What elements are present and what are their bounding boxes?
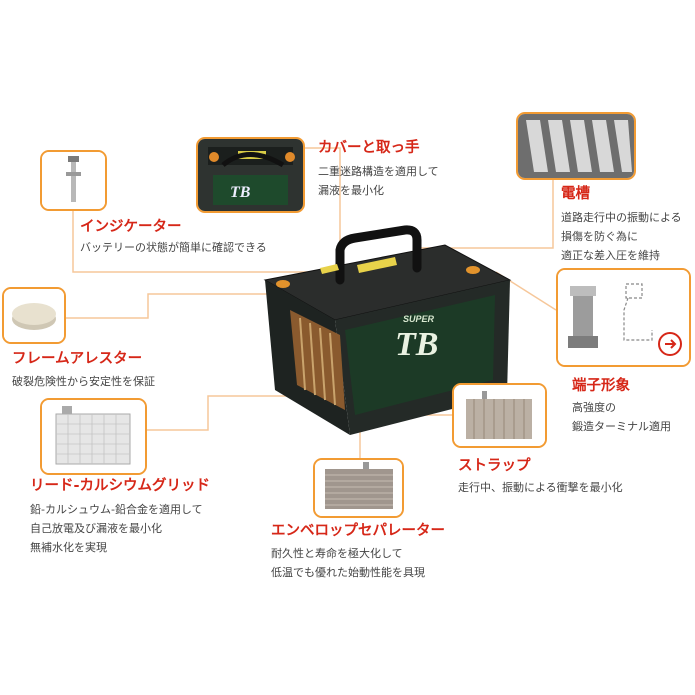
connector-cover bbox=[305, 147, 341, 262]
connector-indicator bbox=[72, 210, 335, 273]
strap-desc-line: 走行中、振動による衝撃を最小化 bbox=[458, 481, 623, 494]
flame-desc-line: 破裂危険性から安定性を保証 bbox=[12, 375, 155, 388]
grid-desc-line: 鉛-カルシュウム-鉛合金を適用して bbox=[30, 503, 203, 516]
separator-desc: 耐久性と寿命を極大化して 低温でも優れた始動性能を具現 bbox=[271, 544, 425, 582]
separator-desc-line: 耐久性と寿命を極大化して bbox=[271, 547, 403, 560]
strap-plate-photo bbox=[454, 385, 545, 446]
strap-photo-box bbox=[452, 383, 547, 448]
svg-text:TB: TB bbox=[230, 184, 251, 201]
separator-photo-box bbox=[313, 458, 404, 518]
lead-grid-photo bbox=[42, 400, 145, 473]
terminal-title: 端子形象 bbox=[572, 378, 630, 394]
cover-desc: 二重迷路構造を適用して 漏液を最小化 bbox=[318, 162, 439, 200]
flame-title: フレームアレスター bbox=[12, 351, 143, 367]
connector-flame bbox=[66, 293, 275, 319]
strap-desc: 走行中、振動による衝撃を最小化 bbox=[458, 478, 623, 497]
grid-photo-box bbox=[40, 398, 147, 475]
terminal-desc: 高強度の 鍛造ターミナル適用 bbox=[572, 398, 671, 436]
terminal-post-photo bbox=[558, 270, 689, 365]
flame-photo-box bbox=[2, 287, 66, 344]
indicator-title: インジケーター bbox=[80, 219, 182, 235]
container-desc-line: 道路走行中の振動による bbox=[561, 211, 682, 224]
container-photo-box bbox=[516, 112, 636, 180]
terminal-desc-line: 鍛造ターミナル適用 bbox=[572, 420, 671, 433]
grid-desc-line: 自己放電及び漏液を最小化 bbox=[30, 522, 162, 535]
container-title: 電槽 bbox=[561, 186, 590, 202]
container-desc: 道路走行中の振動による 損傷を防ぐ為に 適正な差入圧を維持 bbox=[561, 208, 682, 265]
separator-title: エンベロップセパレーター bbox=[271, 523, 445, 539]
cell-container-photo bbox=[518, 114, 634, 178]
cover-desc-line: 二重迷路構造を適用して bbox=[318, 165, 439, 178]
battery-brand-large: TB bbox=[395, 326, 438, 363]
strap-title: ストラップ bbox=[458, 458, 531, 474]
cover-photo-box: TB bbox=[196, 137, 305, 213]
indicator-desc-line: バッテリーの状態が簡単に確認できる bbox=[80, 241, 267, 254]
envelope-separator-photo bbox=[315, 460, 402, 516]
container-desc-line: 損傷を防ぐ為に bbox=[561, 230, 638, 243]
container-desc-line: 適正な差入圧を維持 bbox=[561, 249, 660, 262]
indicator-photo-box bbox=[40, 150, 107, 211]
battery-brand-small: SUPER bbox=[403, 314, 435, 324]
cover-title: カバーと取っ手 bbox=[318, 140, 420, 156]
terminal-photo-box bbox=[556, 268, 691, 367]
grid-desc: 鉛-カルシュウム-鉛合金を適用して 自己放電及び漏液を最小化 無補水化を実現 bbox=[30, 500, 203, 557]
flame-desc: 破裂危険性から安定性を保証 bbox=[12, 372, 155, 391]
connector-grid bbox=[147, 395, 300, 431]
grid-title: リード-カルシウムグリッド bbox=[30, 478, 211, 494]
separator-desc-line: 低温でも優れた始動性能を具現 bbox=[271, 566, 425, 579]
grid-desc-line: 無補水化を実現 bbox=[30, 541, 107, 554]
flame-arrester-disc-photo bbox=[4, 289, 64, 342]
indicator-probe-photo bbox=[42, 152, 105, 209]
battery-top-photo: TB bbox=[198, 139, 303, 211]
cover-desc-line: 漏液を最小化 bbox=[318, 184, 384, 197]
terminal-desc-line: 高強度の bbox=[572, 401, 616, 414]
indicator-desc: バッテリーの状態が簡単に確認できる bbox=[80, 238, 267, 257]
